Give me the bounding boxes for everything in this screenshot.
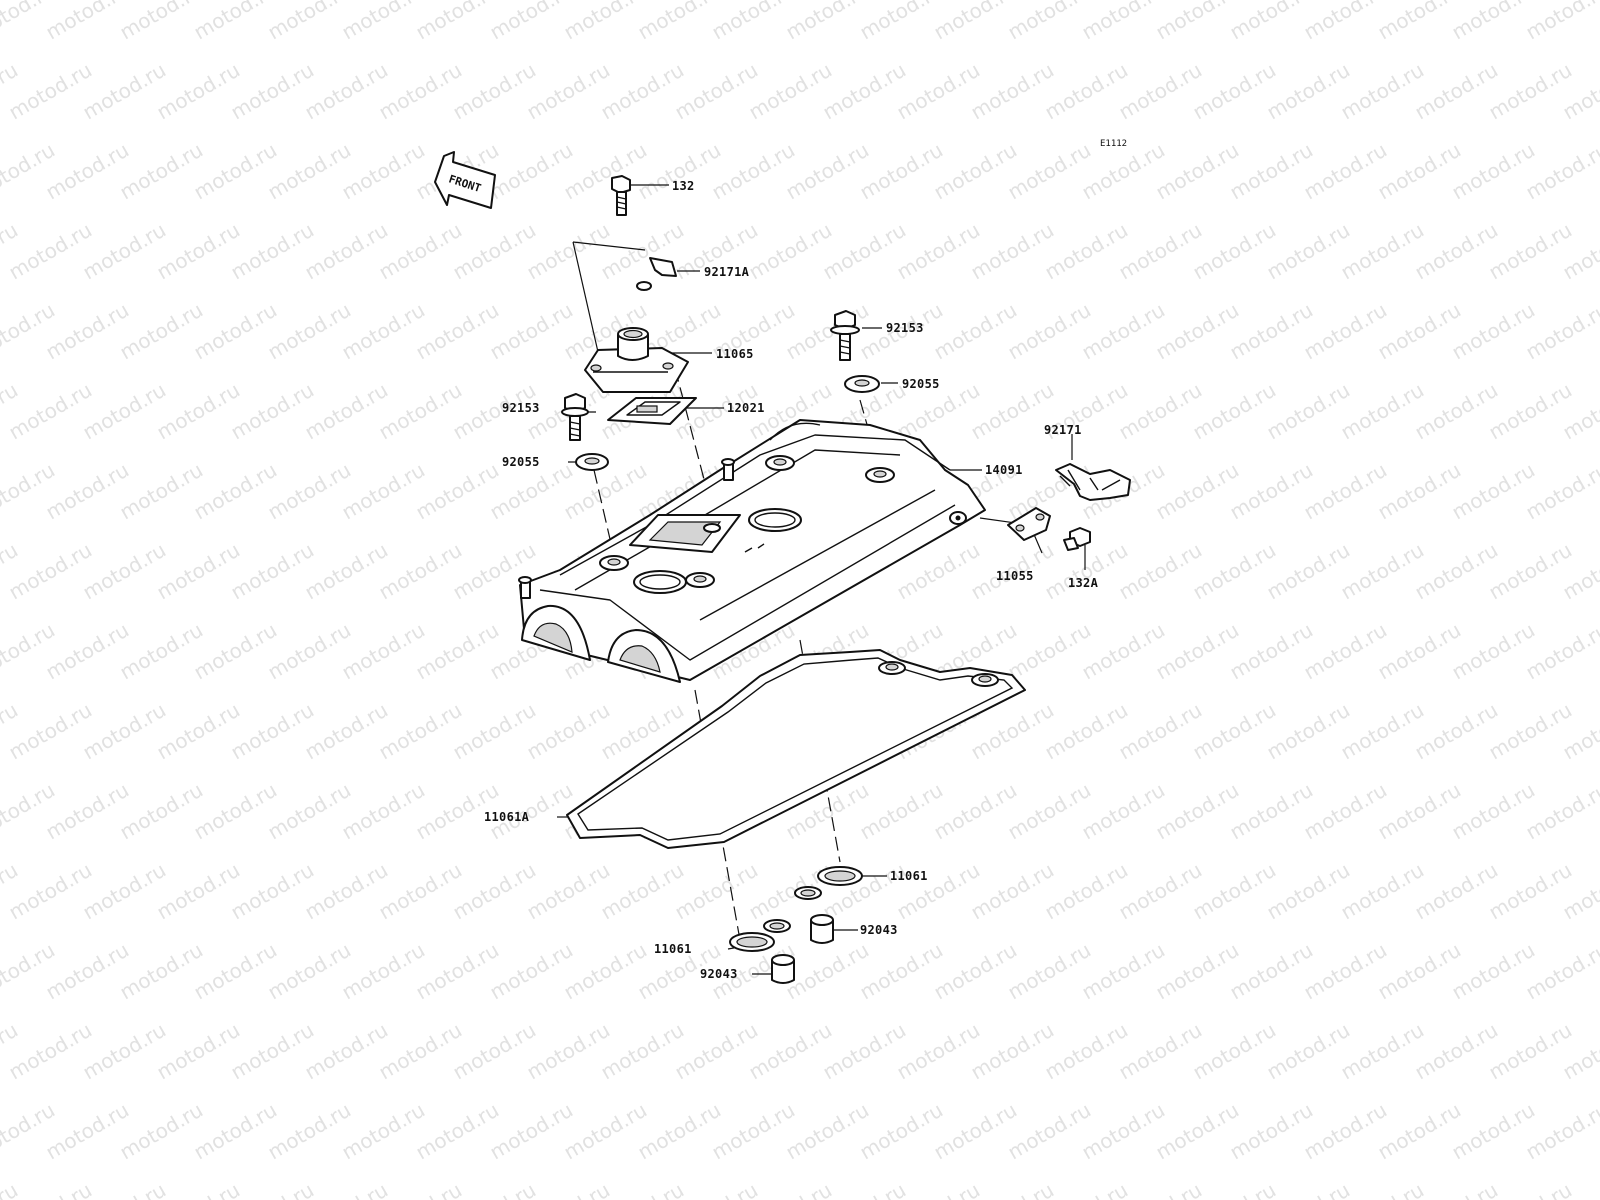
part-label: 11055 (996, 569, 1034, 583)
washer-92055-right (844, 375, 880, 393)
bracket-11055 (1007, 507, 1051, 541)
part-label: 132A (1068, 576, 1099, 590)
part-label: 92153 (502, 401, 540, 415)
head-cover-14091 (518, 419, 986, 683)
part-label: 92043 (860, 923, 898, 937)
part-label: 132 (672, 179, 695, 193)
plug-gasket-11061-right (794, 866, 863, 900)
gasket-11061a (566, 649, 1026, 849)
part-label: 92153 (886, 321, 924, 335)
plate-12021 (607, 397, 697, 425)
part-label: 92171A (704, 265, 750, 279)
breather-cover-11065 (584, 327, 689, 393)
part-label: 92055 (902, 377, 940, 391)
bolt-92153-left (561, 393, 589, 441)
dowel-92043-left (771, 954, 795, 984)
part-label: 14091 (985, 463, 1023, 477)
part-label: 92171 (1044, 423, 1082, 437)
part-labels: 132 92171A 11065 92153 92055 12021 92153… (484, 179, 1099, 981)
bolt-132a (1063, 527, 1091, 551)
clamp-92171a (636, 257, 677, 291)
bolt-132 (611, 175, 631, 216)
part-label: 12021 (727, 401, 765, 415)
dowel-92043-right (810, 914, 834, 944)
part-label: 11061 (890, 869, 928, 883)
part-label: 11061 (654, 942, 692, 956)
part-label: 92055 (502, 455, 540, 469)
plug-gasket-11061-left (729, 919, 791, 952)
washer-92055-left (575, 453, 609, 471)
part-label: 11065 (716, 347, 754, 361)
part-label: 11061A (484, 810, 530, 824)
bolt-92153-right (830, 310, 860, 361)
diagram-code: E1112 (1100, 139, 1127, 149)
bracket-92171 (1055, 463, 1131, 501)
part-label: 92043 (700, 967, 738, 981)
front-arrow: FRONT (434, 151, 496, 209)
